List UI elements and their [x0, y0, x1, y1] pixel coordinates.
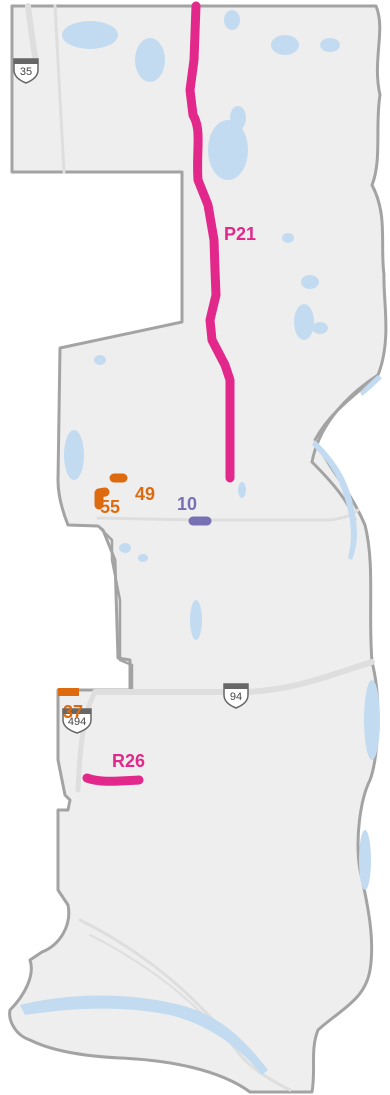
river-east — [312, 440, 357, 560]
water-bodies — [20, 10, 382, 1075]
route-r26-line[interactable] — [82, 773, 144, 786]
lake — [301, 275, 319, 289]
road-i35 — [25, 3, 39, 65]
river-east-upper — [360, 375, 382, 396]
shield-i494: 494 — [62, 708, 92, 734]
lake — [238, 482, 246, 498]
lake — [62, 21, 118, 49]
route-r10-label[interactable]: 10 — [177, 494, 197, 514]
lake — [294, 304, 314, 340]
route-r55-line[interactable] — [94, 487, 110, 510]
east-boundary — [310, 373, 379, 521]
lake — [64, 430, 84, 480]
lake — [312, 322, 328, 334]
lake — [119, 543, 131, 553]
shield-i94: 94 — [223, 683, 249, 709]
city-boundary — [99, 527, 134, 690]
road-west-ns — [53, 4, 66, 174]
county-land — [8, 4, 388, 1094]
shield-i35: 35 — [13, 58, 39, 84]
route-p21-label[interactable]: P21 — [224, 224, 256, 244]
route-p21-line[interactable] — [185, 1, 235, 483]
lake — [138, 554, 148, 562]
lake — [135, 38, 165, 82]
lake — [271, 35, 299, 55]
route-r37-label[interactable]: 37 — [63, 702, 83, 722]
road-east-west-mid — [96, 508, 360, 522]
lake — [364, 680, 380, 760]
lake — [224, 10, 240, 30]
lake — [282, 233, 294, 243]
lake — [208, 120, 248, 180]
shield-i94-label: 94 — [230, 691, 242, 703]
lake — [320, 38, 340, 52]
lake — [190, 600, 202, 640]
route-r55-label[interactable]: 55 — [100, 497, 120, 517]
lake — [230, 106, 246, 130]
river — [20, 995, 268, 1075]
route-r26-label[interactable]: R26 — [112, 751, 145, 771]
lake — [359, 830, 371, 890]
shield-i35-label: 35 — [20, 66, 32, 78]
shield-i494-label: 494 — [68, 716, 86, 728]
route-r49-label[interactable]: 49 — [135, 484, 155, 504]
lake — [94, 355, 106, 365]
